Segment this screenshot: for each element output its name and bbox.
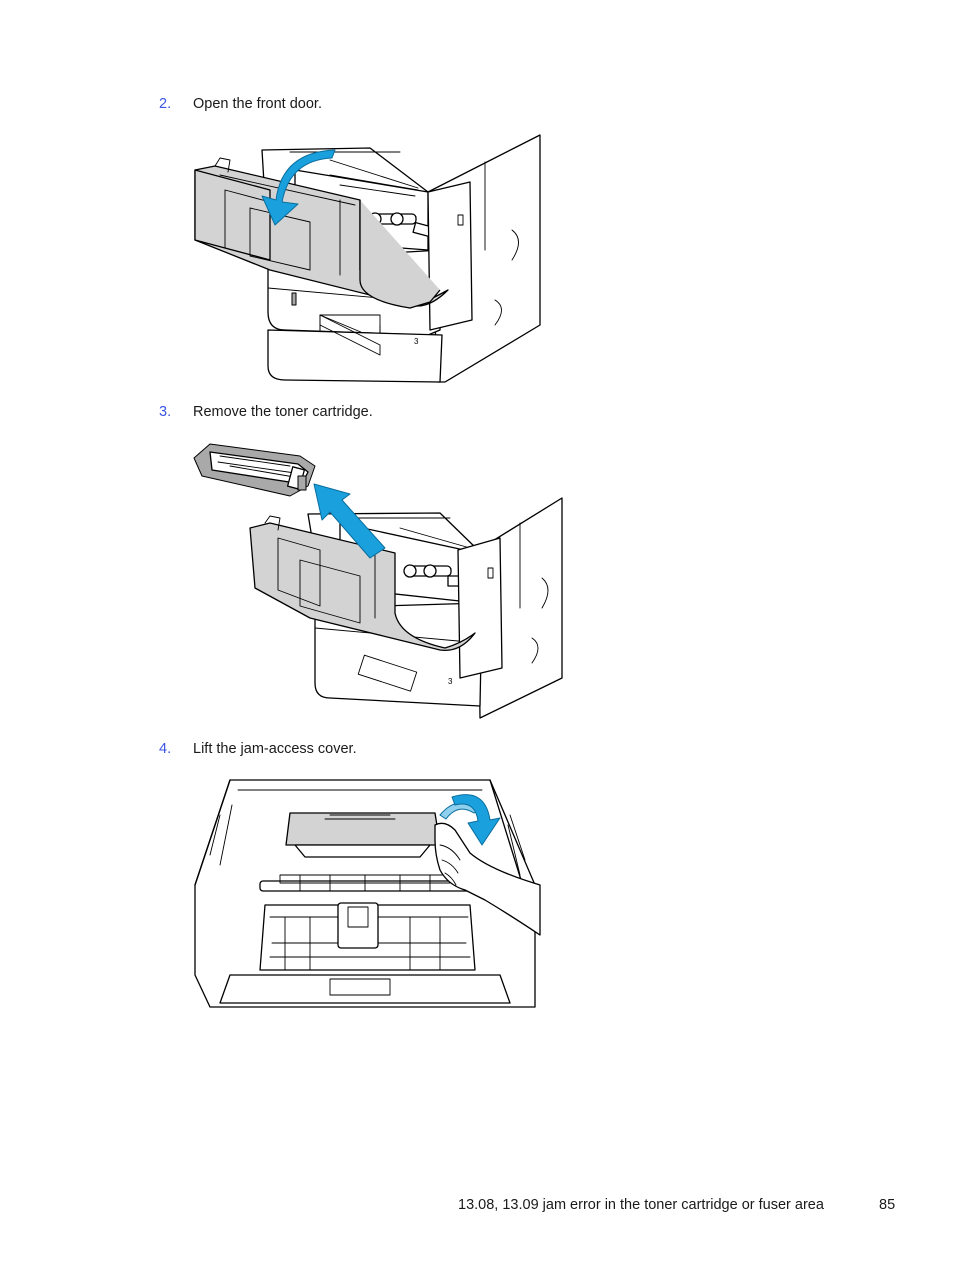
step-text: Open the front door. [193, 96, 322, 112]
lift-jam-access-cover-illustration [190, 775, 545, 1020]
svg-text:3: 3 [414, 337, 419, 346]
step-text: Remove the toner cartridge. [193, 404, 373, 420]
step-4: 4. Lift the jam-access cover. [159, 740, 357, 758]
step-number: 4. [159, 741, 172, 757]
svg-text:3: 3 [448, 677, 453, 686]
open-front-door-illustration: 3 [190, 130, 545, 390]
step-3: 3. Remove the toner cartridge. [159, 403, 373, 421]
step-number: 3. [159, 404, 172, 420]
step-2: 2. Open the front door. [159, 95, 322, 113]
remove-toner-cartridge-illustration: 3 [190, 438, 570, 728]
footer-page-number: 85 [879, 1197, 896, 1213]
step-number: 2. [159, 96, 172, 112]
footer-section-title: 13.08, 13.09 jam error in the toner cart… [458, 1197, 824, 1213]
toner-cartridge-icon [193, 443, 316, 497]
step-text: Lift the jam-access cover. [193, 741, 357, 757]
